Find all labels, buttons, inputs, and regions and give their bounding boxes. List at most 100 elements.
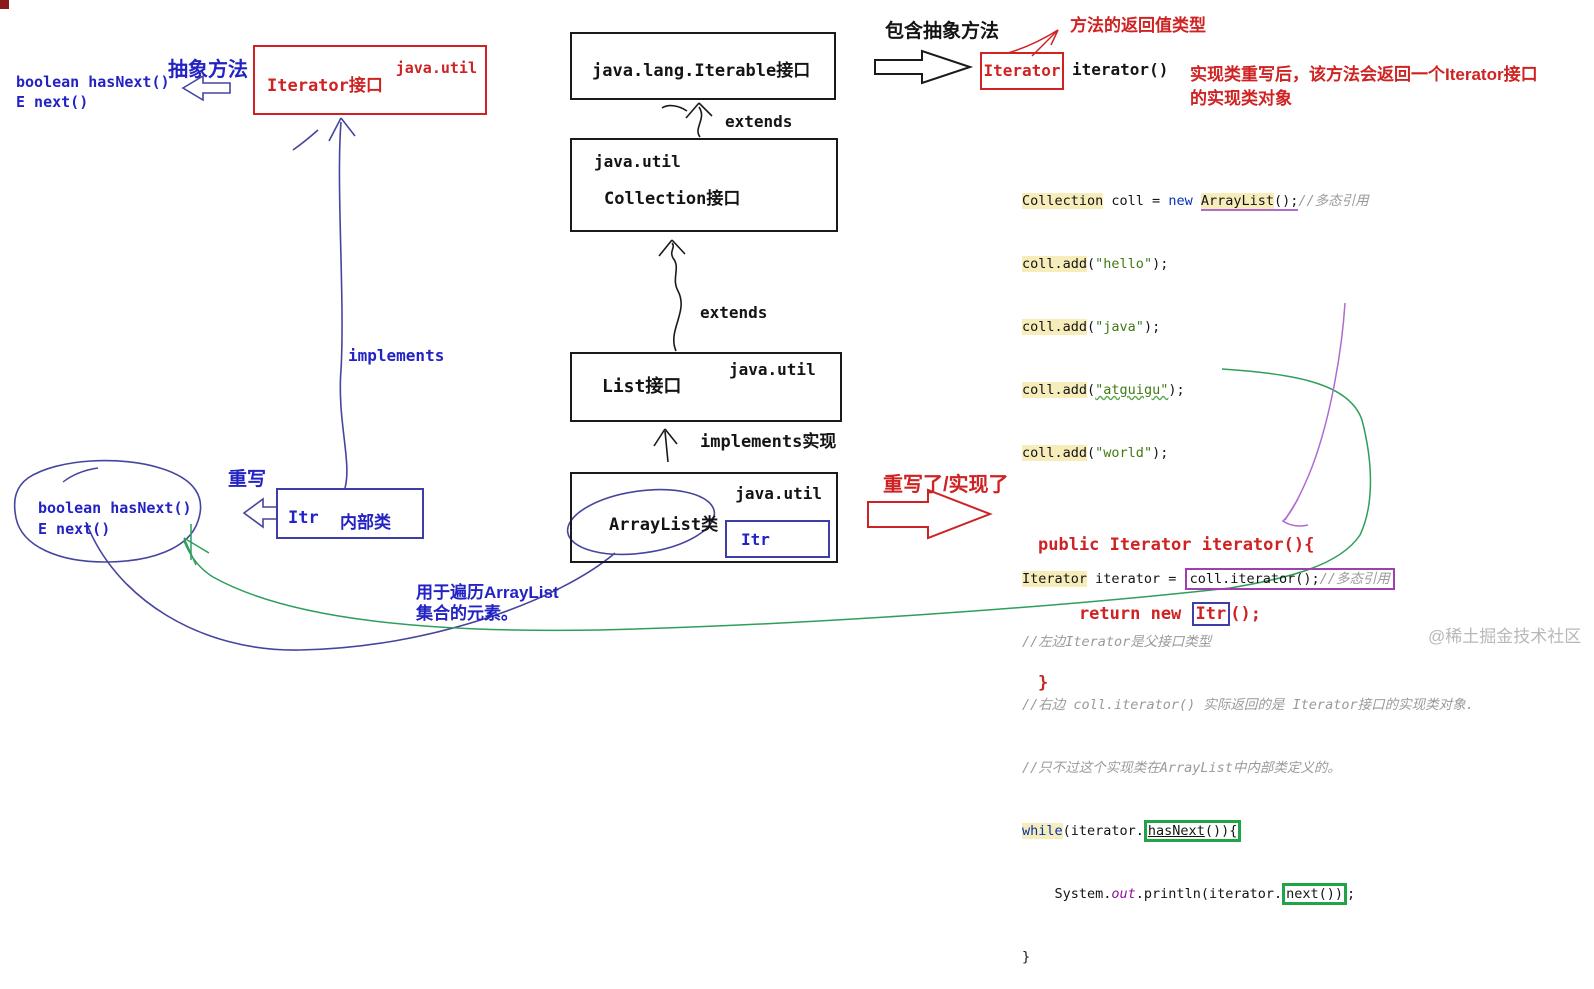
iterator-diagram-page: { "diagram": { "top_left": { "abstract_l… <box>0 0 1582 965</box>
code-token: coll.add <box>1022 319 1088 335</box>
red-handwritten-code: public Iterator iterator(){ return new I… <box>1038 488 1314 718</box>
iterator-return-type: Iterator <box>983 61 1061 80</box>
itr-blue-box: Itr <box>1191 602 1231 626</box>
code-line-11: System.out.println(iterator.next()); <box>1022 883 1474 905</box>
itr-inner-class-label: 内部类 <box>340 513 391 532</box>
iterable-interface-title: java.lang.Iterable接口 <box>592 61 811 81</box>
override-impl-label: 重写了/实现了 <box>883 474 1009 496</box>
code-string: "world" <box>1095 445 1153 461</box>
iterator-interface-title: Iterator接口 <box>267 76 383 96</box>
arraylist-inner-itr-box: Itr <box>725 520 830 558</box>
list-interface-title: List接口 <box>602 376 682 397</box>
override-arrow <box>242 497 278 529</box>
code-token: hasNext <box>1147 823 1205 839</box>
code-token: coll.add <box>1022 256 1088 272</box>
code-token <box>1193 193 1201 209</box>
extends-arrow-mid <box>658 239 686 352</box>
code-line-9: //只不过这个实现类在ArrayList中内部类定义的。 <box>1022 760 1341 776</box>
code-line-2: coll.add("hello"); <box>1022 254 1474 275</box>
override-label: 重写 <box>228 469 267 490</box>
code-line-3: coll.add("java"); <box>1022 317 1474 338</box>
code-comment: //多态引用 <box>1298 193 1369 209</box>
code-token: ( <box>1087 256 1096 272</box>
code-line-10: while(iterator.hasNext()){ <box>1022 820 1474 842</box>
code-token: System. <box>1022 886 1112 902</box>
itr-next-sig: E next() <box>38 520 111 538</box>
traverse-note-line2: 集合的元素。 <box>416 604 518 623</box>
code-line-4: coll.add("atguigu"); <box>1022 380 1474 401</box>
implements-impl-label: implements实现 <box>700 432 837 452</box>
code-token: .println(iterator. <box>1135 886 1283 902</box>
iterator-return-type-box: Iterator <box>980 52 1064 90</box>
watermark: @稀土掘金技术社区 <box>1428 627 1582 646</box>
code-string: "java" <box>1095 319 1144 335</box>
code-token: ( <box>1087 445 1096 461</box>
iterator-method-name: iterator() <box>1072 60 1169 79</box>
code-token: Iterator <box>1022 571 1088 587</box>
code-token: ); <box>1168 382 1185 398</box>
red-code-line-2: return new Itr(); <box>1038 602 1314 626</box>
return-type-label: 方法的返回值类型 <box>1070 16 1206 35</box>
code-token: coll.iterator(); <box>1189 571 1320 587</box>
code-token: (); <box>1274 193 1299 211</box>
code-token: ()){ <box>1204 823 1238 839</box>
code-line-1: Collection coll = new ArrayList();//多态引用 <box>1022 191 1474 212</box>
abstract-method-sig-2: E next() <box>16 93 89 111</box>
override-impl-arrow <box>867 488 993 540</box>
iterator-interface-pkg: java.util <box>395 59 477 77</box>
traverse-note-line1: 用于遍历ArrayList <box>416 583 559 602</box>
list-interface-box: List接口 java.util <box>570 352 842 422</box>
itr-inner-class-box: Itr 内部类 <box>276 488 424 539</box>
corner-mark <box>0 0 9 9</box>
implements-arrow <box>653 428 678 463</box>
abstract-method-label: 抽象方法 <box>168 59 248 81</box>
code-line-12: } <box>1022 949 1031 965</box>
code-token: ); <box>1152 445 1169 461</box>
red-code-line-1: public Iterator iterator(){ <box>1038 535 1315 555</box>
note-line2: 的实现类对象 <box>1190 89 1292 108</box>
contains-abstract-arrow <box>874 49 974 85</box>
code-token: ArrayList <box>1200 193 1274 211</box>
implements-label: implements <box>348 346 445 365</box>
collection-interface-pkg: java.util <box>594 152 681 171</box>
iterable-interface-box: java.lang.Iterable接口 <box>570 32 836 100</box>
extends-label-top: extends <box>725 112 793 131</box>
arraylist-class-title: ArrayList类 <box>609 515 719 535</box>
code-token: (iterator. <box>1062 823 1144 839</box>
list-interface-pkg: java.util <box>729 360 816 379</box>
polymorphic-ref-box: coll.iterator();//多态引用 <box>1184 568 1395 590</box>
code-token: next()) <box>1286 886 1344 902</box>
implements-line <box>292 117 356 489</box>
code-string: "hello" <box>1095 256 1153 272</box>
code-token: return new <box>1038 604 1192 624</box>
hasnext-green-box: hasNext()){ <box>1143 820 1242 842</box>
code-token: ); <box>1152 256 1169 272</box>
arraylist-class-pkg: java.util <box>735 484 822 503</box>
code-token: (); <box>1230 604 1261 624</box>
code-line-5: coll.add("world"); <box>1022 443 1474 464</box>
collection-interface-title: Collection接口 <box>604 189 741 209</box>
arraylist-class-box: java.util ArrayList类 Itr <box>570 472 838 563</box>
code-keyword: while <box>1022 823 1063 839</box>
red-code-line-3: } <box>1038 673 1049 693</box>
collection-interface-box: java.util Collection接口 <box>570 138 838 232</box>
code-token: new <box>1168 193 1193 209</box>
code-token: coll = <box>1103 193 1169 209</box>
code-token: ( <box>1087 319 1096 335</box>
code-line-6: Iterator iterator = coll.iterator();//多态… <box>1022 568 1474 590</box>
itr-methods-ellipse-stroke <box>62 467 99 483</box>
extends-arrow-top <box>661 102 713 138</box>
code-token: out <box>1111 886 1136 902</box>
next-green-box: next()) <box>1282 883 1348 905</box>
itr-hasnext-sig: boolean hasNext() <box>38 499 192 517</box>
code-token: ( <box>1087 382 1096 398</box>
code-token: iterator = <box>1087 571 1185 587</box>
abstract-method-sig-1: boolean hasNext() <box>16 73 170 91</box>
code-string: "atguigu" <box>1095 382 1169 398</box>
note-line1: 实现类重写后，该方法会返回一个Iterator接口 <box>1190 65 1538 84</box>
code-token: ; <box>1347 886 1356 902</box>
code-token: coll.add <box>1022 445 1088 461</box>
contains-abstract-label: 包含抽象方法 <box>885 21 1000 42</box>
extends-label-mid: extends <box>700 303 768 322</box>
code-token: coll.add <box>1022 382 1088 398</box>
